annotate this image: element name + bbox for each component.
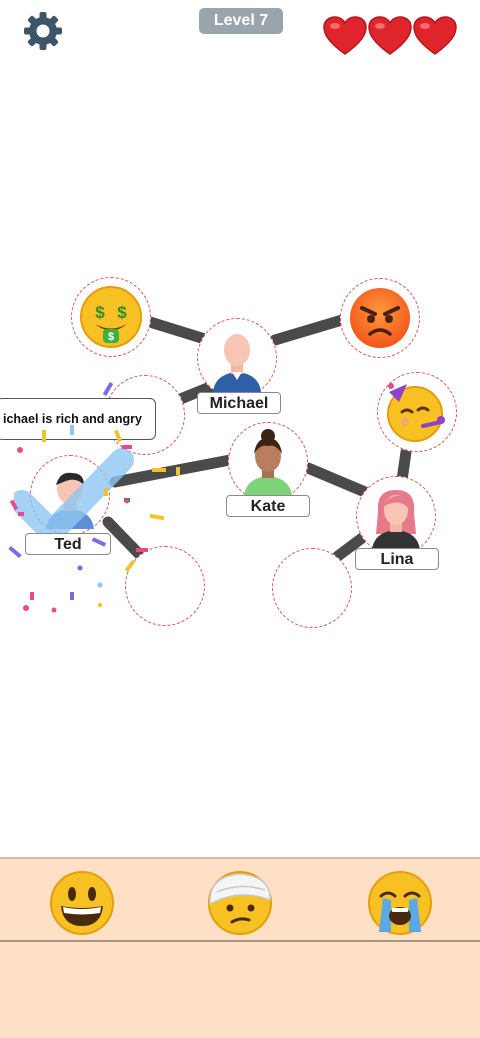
emoji-slot-lina-bottom[interactable] bbox=[272, 548, 352, 628]
grinning-face-icon[interactable] bbox=[49, 870, 115, 936]
connector-michael-right bbox=[269, 314, 348, 346]
connector-michael-left bbox=[144, 316, 214, 346]
loudly-crying-face-icon[interactable] bbox=[367, 870, 433, 936]
gear-icon[interactable] bbox=[22, 10, 64, 52]
connector-ted-bottom bbox=[102, 516, 146, 561]
character-name-michael: Michael bbox=[197, 392, 281, 414]
angry-face-icon bbox=[350, 288, 410, 348]
character-name-kate: Kate bbox=[226, 495, 310, 517]
relationship-graph bbox=[102, 314, 412, 562]
lina-avatar bbox=[372, 490, 420, 550]
check-mark-icon bbox=[14, 448, 134, 544]
heart-icon bbox=[413, 16, 457, 55]
money-mouth-face-icon: $ $ $ bbox=[80, 286, 142, 348]
michael-avatar bbox=[213, 334, 261, 392]
partying-face-icon bbox=[387, 383, 445, 442]
kate-avatar bbox=[244, 429, 292, 496]
hint-speech-bubble: ichael is rich and angry bbox=[0, 398, 156, 440]
connector-ted-kate bbox=[109, 454, 236, 488]
connector-michael-below bbox=[172, 379, 221, 406]
character-name-lina: Lina bbox=[355, 548, 439, 570]
confetti-decoration bbox=[8, 381, 180, 613]
svg-text:$: $ bbox=[117, 303, 127, 322]
emoji-slot-ted-bottom[interactable] bbox=[125, 546, 205, 626]
connectors bbox=[102, 314, 412, 562]
svg-text:$: $ bbox=[108, 331, 114, 343]
connector-lina-top bbox=[396, 446, 412, 486]
svg-text:$: $ bbox=[95, 303, 105, 322]
face-with-head-bandage-icon[interactable] bbox=[207, 870, 273, 936]
character-name-ted: Ted bbox=[25, 533, 111, 555]
heart-icon bbox=[368, 16, 412, 55]
heart-icon bbox=[323, 16, 367, 55]
connector-kate-lina bbox=[302, 462, 371, 498]
tray-divider bbox=[0, 940, 480, 942]
level-indicator: Level 7 bbox=[199, 8, 283, 34]
